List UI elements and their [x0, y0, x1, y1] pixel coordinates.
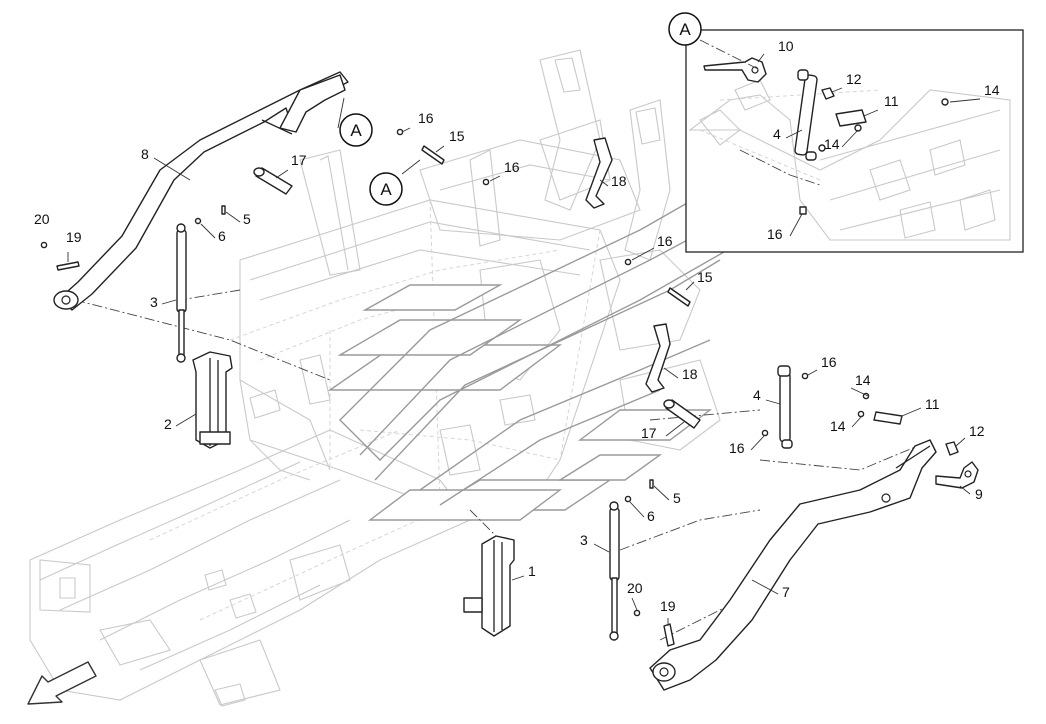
callout-3-left: 3: [150, 294, 158, 310]
part-20-clip-right: [633, 609, 641, 617]
callout-15-upper: 15: [449, 128, 465, 144]
detail-marker-frame-label: A: [380, 180, 392, 199]
part-16-clip-upper-b: [482, 178, 490, 186]
part-2-bracket-left: [192, 351, 233, 449]
callout-20-left: 20: [34, 211, 50, 227]
callout-18-lower: 18: [682, 366, 698, 382]
part-5-pin-right: [649, 479, 654, 489]
part-4-cylinder-right: [777, 365, 793, 449]
part-1-bracket-center: [463, 535, 515, 637]
callout-16-mid: 16: [657, 233, 673, 249]
callout-7: 7: [782, 584, 790, 600]
ghosted-machine-frame: [29, 49, 746, 707]
callout-6-right: 6: [647, 508, 655, 524]
detail-markers: A A A: [339, 12, 702, 206]
part-16-clip-right-a: [801, 372, 809, 380]
part-18-plate-lower: [645, 323, 671, 393]
detail-marker-arm: A: [339, 113, 373, 147]
detail-marker-frame: A: [369, 172, 403, 206]
part-20-clip-left: [40, 241, 48, 249]
part-6-clip-right: [624, 495, 632, 503]
callout-18-upper: 18: [611, 173, 627, 189]
callout-4-right: 4: [753, 387, 761, 403]
callout-16-right-a: 16: [821, 354, 837, 370]
callout-14-right-a: 14: [855, 372, 871, 388]
callout-11-right: 11: [925, 396, 940, 412]
part-19-pin-right: [663, 623, 675, 647]
part-17-pin-upper: [253, 167, 293, 195]
part-18-plate-upper: [585, 137, 613, 209]
part-16-clip-upper-a: [396, 128, 404, 136]
part-11-pin-right: [873, 411, 903, 425]
callout-numbers: 10 12 14 11 4 14 16 16 15 8 17 16 18 20 …: [34, 38, 1000, 614]
callout-5-right: 5: [673, 490, 681, 506]
callout-19-right: 19: [660, 598, 676, 614]
part-15-rod-lower: [667, 287, 691, 307]
callout-11-inset: 11: [884, 93, 899, 109]
part-19-pin-left: [56, 261, 80, 271]
callout-16-upper-a: 16: [418, 110, 434, 126]
forward-direction-arrow-icon: [27, 661, 97, 705]
part-15-rod-upper: [421, 145, 445, 165]
callout-1: 1: [528, 563, 536, 579]
callout-9: 9: [975, 486, 983, 502]
part-16-clip-lower: [624, 258, 632, 266]
callout-14-inset-b: 14: [824, 136, 840, 152]
callout-12-inset: 12: [846, 71, 862, 87]
part-12-bushing-right: [945, 441, 959, 456]
part-7-lift-arm: [649, 439, 937, 691]
detail-inset-box: [685, 29, 1024, 253]
callout-16-upper-b: 16: [504, 159, 520, 175]
callout-3-right: 3: [580, 532, 588, 548]
part-6-clip-left: [194, 217, 202, 225]
detail-marker-arm-label: A: [350, 121, 362, 140]
callout-19-left: 19: [66, 229, 82, 245]
part-5-pin-left: [221, 205, 226, 215]
part-9-handle-right: [935, 461, 979, 489]
callout-8: 8: [141, 146, 149, 162]
callout-16-right-b: 16: [729, 440, 745, 456]
callout-2: 2: [164, 416, 172, 432]
callout-14-right-b: 14: [830, 418, 846, 434]
part-3-gas-strut-right: [609, 501, 620, 641]
leader-lines: [67, 53, 981, 626]
callout-12-right: 12: [969, 423, 985, 439]
detail-marker-inset-label: A: [679, 20, 691, 39]
part-8-lift-arm: [53, 71, 349, 311]
callout-10: 10: [778, 38, 794, 54]
part-16-clip-right-b: [761, 429, 769, 437]
callout-20-right: 20: [627, 580, 643, 596]
callout-17-lower: 17: [641, 425, 657, 441]
detail-marker-inset: A: [668, 12, 702, 46]
part-17-pin-lower: [663, 399, 701, 429]
callout-17-upper: 17: [291, 152, 307, 168]
callout-6-left: 6: [218, 228, 226, 244]
callout-16-inset: 16: [767, 226, 783, 242]
callout-4-inset: 4: [773, 126, 781, 142]
part-14-clip-right-b: [857, 410, 865, 418]
callout-15-lower: 15: [697, 269, 713, 285]
callout-14-inset-a: 14: [984, 82, 1000, 98]
callout-5-left: 5: [243, 211, 251, 227]
part-3-gas-strut-left: [176, 223, 187, 363]
